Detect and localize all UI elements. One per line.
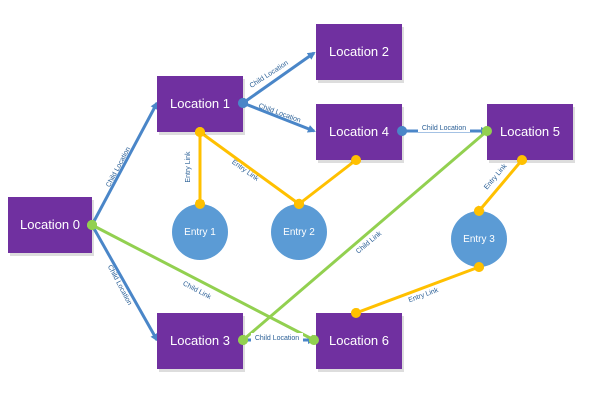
link-label: Child Location	[257, 103, 301, 125]
link-label-background	[251, 333, 303, 342]
entry-label: Entry 1	[184, 227, 216, 238]
link-loc1-loc2[interactable]	[242, 51, 316, 105]
link-label: Child Location	[105, 146, 132, 189]
location-node-3[interactable]: Location 3	[157, 313, 245, 372]
link-anchor-dot	[87, 220, 97, 230]
location-node-4[interactable]: Location 4	[316, 104, 404, 163]
link-anchor-dot	[474, 262, 484, 272]
link-loc1-loc4[interactable]	[242, 101, 316, 133]
location-box[interactable]	[157, 313, 243, 369]
entry-node-2[interactable]: Entry 2	[271, 204, 327, 260]
entry-circle[interactable]	[271, 204, 327, 260]
location-box[interactable]	[157, 76, 243, 132]
link-anchor-dot	[238, 335, 248, 345]
entry-circle[interactable]	[451, 211, 507, 267]
link-label: Entry Link	[408, 287, 440, 304]
link-label: Entry Link	[185, 151, 192, 183]
location-label: Location 2	[329, 44, 389, 59]
entry-node-3[interactable]: Entry 3	[451, 211, 507, 267]
location-node-6[interactable]: Location 6	[316, 313, 404, 372]
link-anchor-dot	[351, 155, 361, 165]
location-label: Location 1	[170, 96, 230, 111]
link-loc1-e2[interactable]	[199, 130, 303, 207]
link-anchor-dot	[195, 127, 205, 137]
link-anchor-dot	[474, 206, 484, 216]
link-anchor-dot	[517, 155, 527, 165]
entry-label: Entry 3	[463, 234, 495, 245]
link-anchor-dot	[482, 126, 492, 136]
link-anchor-dot	[195, 199, 205, 209]
link-anchor-dot	[351, 308, 361, 318]
location-box[interactable]	[316, 24, 402, 80]
location-label: Location 0	[20, 217, 80, 232]
location-label: Location 5	[500, 124, 560, 139]
location-node-0[interactable]: Location 0	[8, 197, 94, 256]
location-box[interactable]	[487, 104, 573, 160]
location-box[interactable]	[316, 313, 402, 369]
link-label: Child Location	[255, 335, 299, 342]
location-node-1[interactable]: Location 1	[157, 76, 245, 135]
link-loc0-loc1[interactable]	[90, 101, 159, 226]
location-label: Location 6	[329, 333, 389, 348]
entry-circle[interactable]	[172, 204, 228, 260]
link-e3-loc6[interactable]	[352, 265, 480, 316]
location-label: Location 3	[170, 333, 230, 348]
links-layer	[87, 51, 527, 345]
location-box[interactable]	[316, 104, 402, 160]
link-loc5-e3[interactable]	[476, 159, 524, 215]
link-label: Entry Link	[483, 162, 509, 191]
link-anchor-dot	[294, 199, 304, 209]
location-node-2[interactable]: Location 2	[316, 24, 404, 83]
link-label-background	[418, 123, 470, 132]
link-loc0-loc3[interactable]	[90, 224, 159, 342]
link-anchor-dot	[238, 98, 248, 108]
link-anchor-dot	[309, 335, 319, 345]
link-loc4-e2[interactable]	[295, 158, 357, 207]
location-node-5[interactable]: Location 5	[487, 104, 575, 163]
entry-label: Entry 2	[283, 227, 315, 238]
nodes-layer: Location 0 Location 1 Location 2 Location 3…	[8, 24, 575, 372]
entry-node-1[interactable]: Entry 1	[172, 204, 228, 260]
link-anchor-dot	[397, 126, 407, 136]
location-label: Location 4	[329, 124, 389, 139]
link-loc3-loc5[interactable]	[242, 128, 491, 342]
link-label: Child Location	[422, 125, 466, 132]
location-box[interactable]	[8, 197, 92, 253]
link-loc0-loc6[interactable]	[91, 223, 318, 342]
